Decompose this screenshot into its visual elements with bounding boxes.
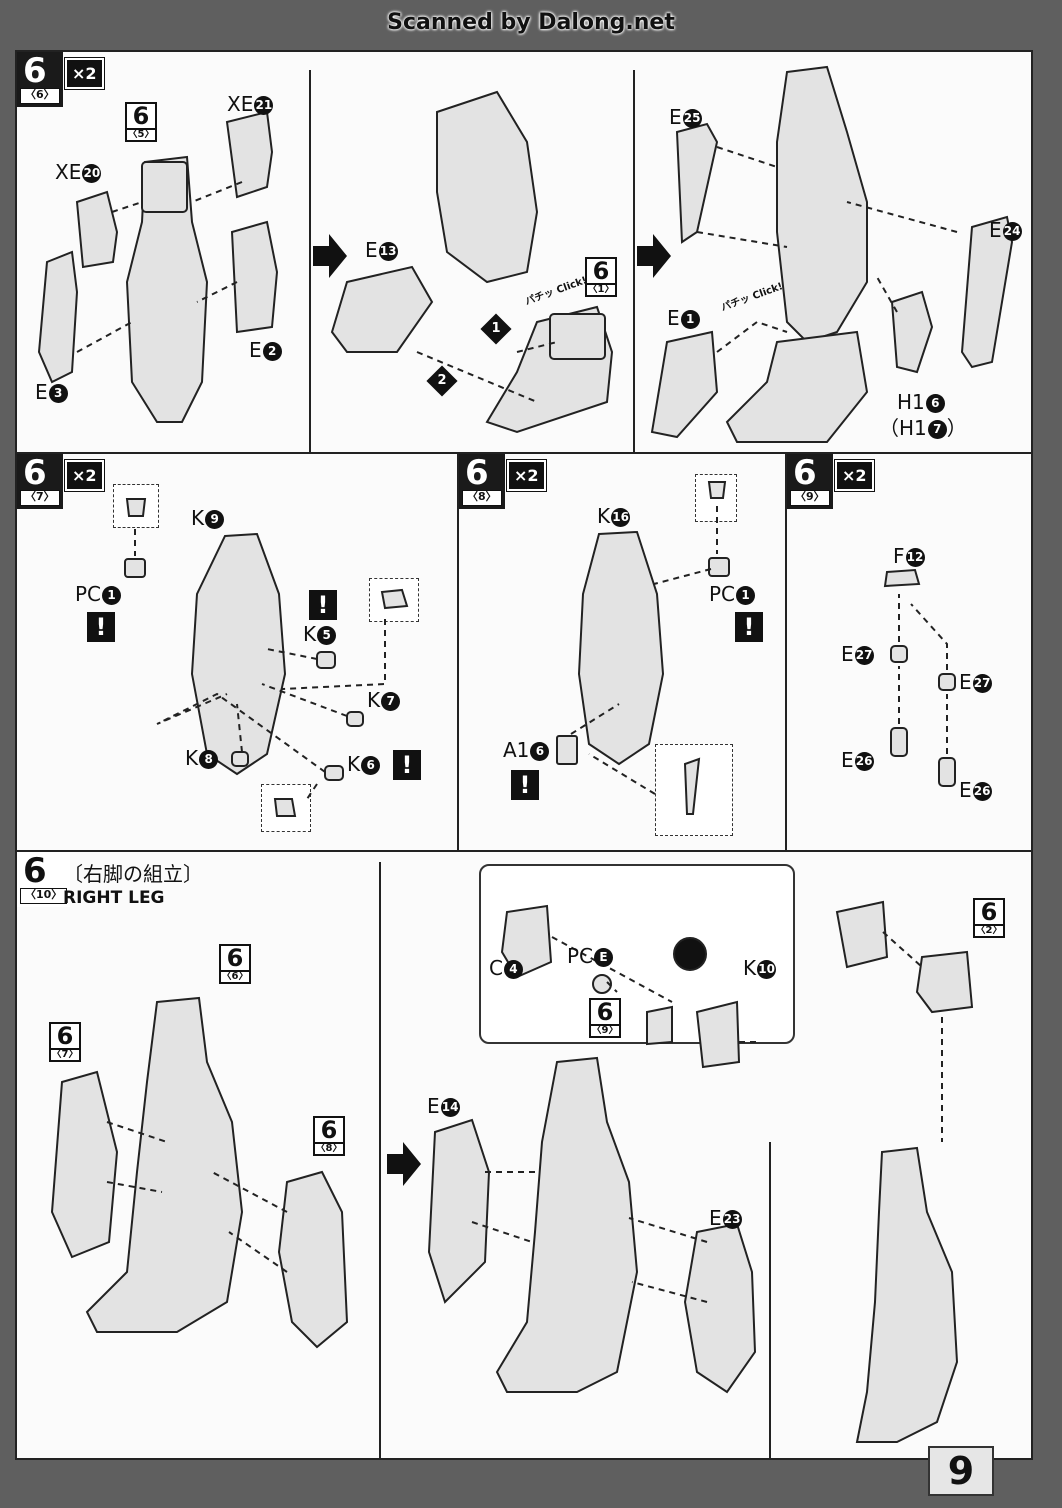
sub-divider (379, 862, 381, 1458)
next-step-arrow (387, 1142, 421, 1186)
page-number: 9 (928, 1446, 994, 1496)
multiplier-badge: ×2 (506, 459, 547, 492)
ref-badge: 6〈9〉 (589, 998, 621, 1038)
ref-badge: 6〈2〉 (973, 898, 1005, 938)
scan-watermark: Scanned by Dalong.net (387, 10, 675, 35)
order-marker: 2 (426, 365, 458, 397)
part-illustrations-top (37, 65, 1014, 443)
warning-icon: ! (511, 770, 539, 800)
instruction-page: 6 〈6〉 ×2 (15, 50, 1033, 1460)
sub-divider (309, 70, 311, 452)
step-panel-bottom: 6 〈10〉 〔右脚の組立〕 RIGHT LEG (15, 850, 1033, 1460)
ref-badge: 6〈1〉 (585, 257, 617, 297)
warning-icon: ! (309, 590, 337, 620)
step-badge: 6 〈9〉 (787, 454, 833, 509)
step-badge: 6 〈8〉 (459, 454, 505, 509)
part-illustrations-bottom (50, 900, 974, 1443)
ref-badge: 6〈5〉 (125, 102, 157, 142)
next-step-arrow (637, 234, 671, 278)
section-title-en: RIGHT LEG (63, 888, 165, 908)
next-step-arrow (313, 234, 347, 278)
warning-icon: ! (735, 612, 763, 642)
ref-badge: 6〈7〉 (49, 1022, 81, 1062)
multiplier-badge: ×2 (834, 459, 875, 492)
step-panel-top: 6 〈6〉 ×2 (15, 50, 1033, 454)
part-illustrations-mid-right (883, 568, 956, 787)
part-illustrations-mid-left (124, 498, 409, 817)
step-badge: 6 〈6〉 (17, 52, 63, 107)
multiplier-badge: ×2 (64, 459, 105, 492)
section-title-jp: 〔右脚の組立〕 (63, 862, 203, 886)
warning-icon: ! (393, 750, 421, 780)
ref-badge: 6〈6〉 (219, 944, 251, 984)
sub-divider (633, 70, 635, 452)
part-illustrations-mid-center (556, 481, 730, 815)
ref-badge: 6〈8〉 (313, 1116, 345, 1156)
sub-divider (769, 1142, 771, 1458)
multiplier-badge: ×2 (64, 57, 105, 90)
warning-icon: ! (87, 612, 115, 642)
step-badge: 6 〈10〉 (17, 852, 71, 907)
step-badge: 6 〈7〉 (17, 454, 63, 509)
order-marker: 1 (480, 313, 512, 345)
